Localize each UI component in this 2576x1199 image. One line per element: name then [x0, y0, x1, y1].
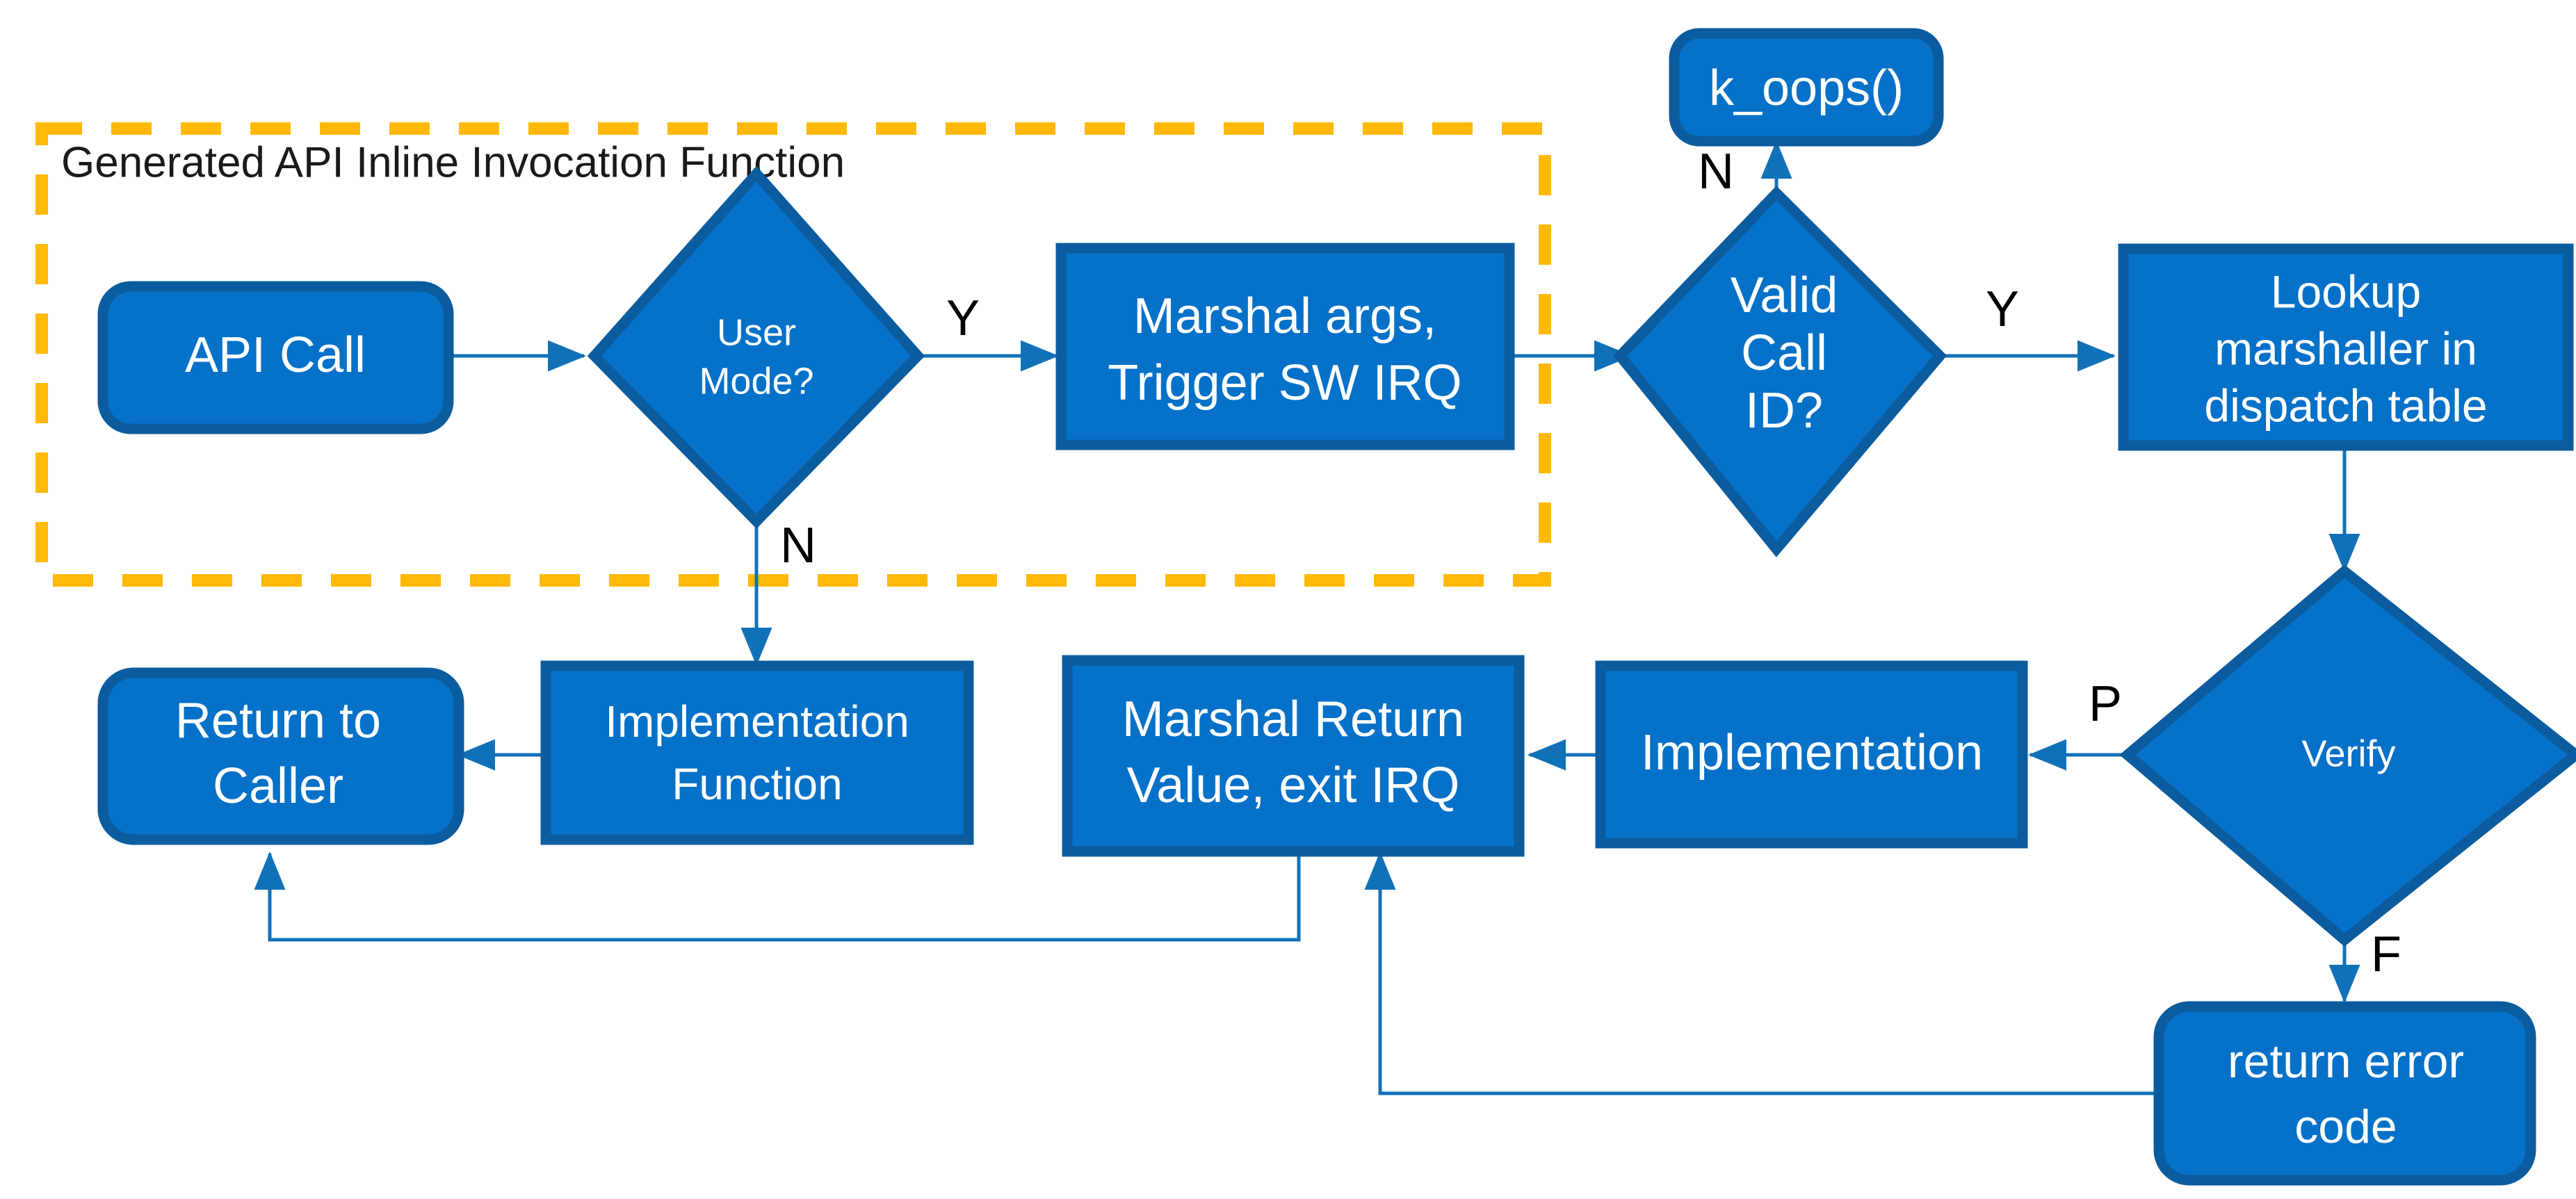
node-verify-label: Verify: [2301, 733, 2395, 774]
node-return-to-caller-label-line-2: Caller: [213, 758, 343, 814]
node-return-error-code[interactable]: return error code: [2153, 1001, 2536, 1186]
edge-marshal-return-to-return-to-caller: [254, 851, 1301, 942]
node-verify-shape[interactable]: [2119, 564, 2576, 947]
edge-label-valid-call-id-yes: Y: [1986, 282, 2019, 337]
group-title-label: Generated API Inline Invocation Function: [61, 138, 845, 186]
node-valid-call-id-label-line-1: Valid: [1731, 268, 1838, 323]
node-return-error-code-label-line-2: code: [2294, 1100, 2397, 1153]
node-lookup-marshaller-label-line-2: marshaller in: [2214, 323, 2477, 374]
node-implementation-label: Implementation: [1641, 725, 1983, 781]
node-marshal-args-label-line-1: Marshal args,: [1133, 288, 1436, 344]
node-k-oops[interactable]: k_oops(): [1669, 28, 1944, 147]
node-k-oops-shape[interactable]: [1669, 28, 1944, 147]
edge-label-verify-pass: P: [2089, 676, 2122, 732]
node-return-to-caller-label-line-1: Return to: [175, 693, 381, 749]
node-implementation-function-shape[interactable]: [540, 660, 974, 845]
edge-verify-to-return-error-code: F: [2328, 927, 2401, 1004]
node-lookup-marshaller-label-line-3: dispatch table: [2204, 380, 2487, 431]
edge-valid-call-id-to-lookup-marshaller: Y: [1940, 282, 2116, 372]
node-valid-call-id-label-line-3: ID?: [1745, 383, 1823, 439]
node-lookup-marshaller-label-line-1: Lookup: [2271, 266, 2422, 317]
node-marshal-return[interactable]: Marshal Return Value, exit IRQ: [1062, 655, 1525, 857]
node-marshal-return-label-line-2: Value, exit IRQ: [1127, 758, 1460, 813]
edge-return-error-code-to-marshal-return: [1364, 851, 2161, 1095]
node-valid-call-id[interactable]: Valid Call ID?: [1613, 186, 1947, 557]
node-api-call[interactable]: API Call: [97, 281, 454, 434]
node-lookup-marshaller-shape[interactable]: [2118, 243, 2574, 451]
node-api-call-shape[interactable]: [97, 281, 454, 434]
node-valid-call-id-label-line-2: Call: [1741, 325, 1827, 381]
edge-label-user-mode-yes: Y: [946, 291, 980, 346]
node-return-error-code-shape[interactable]: [2153, 1001, 2536, 1186]
node-return-to-caller-shape[interactable]: [97, 667, 464, 845]
node-marshal-args[interactable]: Marshal args, Trigger SW IRQ: [1055, 243, 1515, 450]
node-implementation-function-label-line-2: Function: [672, 759, 842, 809]
edge-user-mode-to-marshal-args: Y: [918, 291, 1060, 372]
edge-user-mode-to-implementation-function: N: [740, 518, 816, 667]
node-api-call-label: API Call: [185, 327, 366, 383]
node-lookup-marshaller[interactable]: Lookup marshaller in dispatch table: [2118, 243, 2574, 451]
node-user-mode[interactable]: User Mode?: [587, 165, 925, 529]
node-marshal-args-shape[interactable]: [1055, 243, 1515, 450]
node-marshal-return-label-line-1: Marshal Return: [1122, 692, 1464, 747]
node-implementation[interactable]: Implementation: [1595, 660, 2028, 849]
node-marshal-args-label-line-2: Trigger SW IRQ: [1108, 355, 1461, 411]
node-implementation-shape[interactable]: [1595, 660, 2028, 849]
node-k-oops-label: k_oops(): [1709, 60, 1904, 116]
node-valid-call-id-shape[interactable]: [1613, 186, 1947, 557]
edge-label-valid-call-id-no: N: [1698, 144, 1734, 199]
edge-label-verify-fail: F: [2371, 927, 2401, 982]
node-return-error-code-label-line-1: return error: [2228, 1035, 2464, 1088]
node-return-to-caller[interactable]: Return to Caller: [97, 667, 464, 845]
node-implementation-function-label-line-1: Implementation: [605, 696, 909, 747]
node-user-mode-label-line-2: Mode?: [699, 360, 813, 402]
edge-label-user-mode-no: N: [780, 518, 816, 573]
edge-valid-call-id-to-k-oops: N: [1698, 140, 1792, 202]
node-user-mode-shape[interactable]: [587, 165, 925, 529]
node-marshal-return-shape[interactable]: [1062, 655, 1525, 857]
node-verify[interactable]: Verify: [2119, 564, 2576, 947]
node-implementation-function[interactable]: Implementation Function: [540, 660, 974, 845]
edge-verify-to-implementation: P: [2027, 676, 2136, 771]
node-user-mode-label-line-1: User: [717, 311, 796, 353]
